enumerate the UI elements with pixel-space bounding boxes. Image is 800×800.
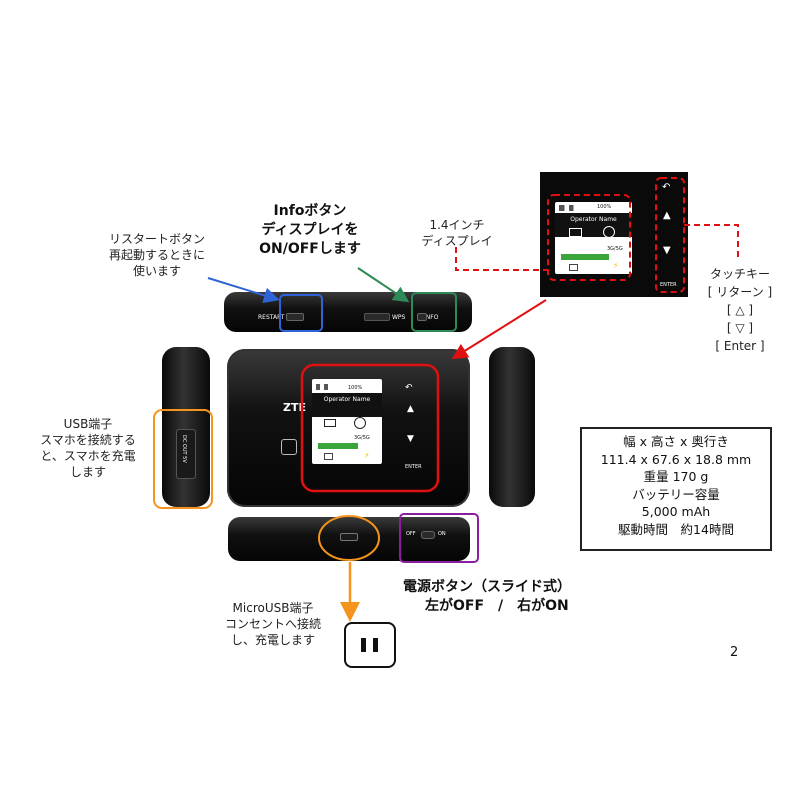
side-ports-text: DC OUT 5V <box>181 435 187 463</box>
restart-callout-box <box>279 294 323 332</box>
device-right-view <box>489 347 535 507</box>
zoomed-network-text: 3G/5G <box>607 246 623 252</box>
usb-port[interactable] <box>176 429 196 479</box>
zoomed-charge-icon: ⚡ <box>613 261 619 270</box>
front-network-text: 3G/5G <box>354 435 370 441</box>
power-slide-switch[interactable] <box>421 531 435 539</box>
spec-box: 幅 x 高さ x 奥行き 111.4 x 67.6 x 18.8 mm 重量 1… <box>580 427 772 551</box>
front-screen: 100% Operator Name 3G/5G ⚡ <box>312 379 382 464</box>
touch-dashed-leader <box>684 224 739 258</box>
info-arrow <box>357 267 410 303</box>
info-callout-box <box>411 292 457 332</box>
logo-badge-icon <box>281 439 297 455</box>
display-label: 1.4インチ ディスプレイ <box>421 218 493 248</box>
device-left-view: DC OUT 5V <box>162 347 210 507</box>
screen-arrow <box>451 299 547 360</box>
zoomed-operator-strip: Operator Name <box>555 213 632 237</box>
front-data-bar <box>318 443 358 449</box>
front-signal-icon <box>316 384 336 390</box>
zoomed-display-panel: 100% Operator Name 3G/5G ⚡ ↶ ▲ ▼ ENTER <box>540 172 688 297</box>
power-outlet-icon <box>344 622 396 668</box>
top-restart-text: RESTART <box>258 314 285 321</box>
touch-keys-dashed-box <box>655 177 685 293</box>
touch-key-label: タッチキー [ リターン ] [ △ ] [ ▽ ] [ Enter ] <box>707 267 773 353</box>
wps-button[interactable] <box>364 313 390 321</box>
front-down-icon[interactable]: ▼ <box>407 434 414 444</box>
microusb-callout-ellipse <box>318 515 380 561</box>
power-callout-box <box>399 513 479 563</box>
front-battery-text: 100% <box>348 385 363 391</box>
power-button-label: 電源ボタン（スライド式） 左がOFF / 右がON <box>403 579 571 614</box>
front-device-icon <box>324 419 336 427</box>
device-front: ZTE 100% Operator Name 3G/5G ⚡ ↶ ▲ ▼ ENT… <box>227 349 470 507</box>
screen-callout-box <box>300 363 440 493</box>
microusb-port[interactable] <box>340 533 358 541</box>
usb-port-label: USB端子 スマホを接続する と、スマホを充電 します <box>40 417 136 479</box>
display-dashed-leader <box>455 247 548 271</box>
info-button-label: Infoボタン ディスプレイを ON/OFFします <box>259 203 361 257</box>
zoomed-screen-dashed-box <box>547 194 631 281</box>
restart-button-label: リスタートボタン 再起動するときに 使います <box>108 232 205 278</box>
zoomed-globe-icon <box>603 226 615 238</box>
front-return-icon[interactable]: ↶ <box>405 383 413 393</box>
front-globe-icon <box>354 417 366 429</box>
zoomed-return-icon[interactable]: ↶ <box>662 182 671 193</box>
zoomed-up-icon[interactable]: ▲ <box>663 210 671 221</box>
zoomed-enter-text[interactable]: ENTER <box>660 282 677 288</box>
front-up-icon[interactable]: ▲ <box>407 404 414 414</box>
zoomed-down-icon[interactable]: ▼ <box>663 245 671 256</box>
page-number: 2 <box>730 645 739 660</box>
front-charge-icon: ⚡ <box>364 451 370 460</box>
info-button[interactable] <box>417 313 427 321</box>
bottom-off-text: OFF <box>406 531 416 537</box>
zoomed-mail-icon <box>569 264 578 271</box>
zoomed-battery-text: 100% <box>597 204 612 210</box>
zoomed-signal-icon <box>559 205 581 211</box>
front-operator-text: Operator Name <box>312 393 382 417</box>
front-mail-icon <box>324 453 333 460</box>
bottom-on-text: ON <box>438 531 446 537</box>
zoomed-device-icon <box>569 228 582 237</box>
front-enter-text[interactable]: ENTER <box>405 464 422 470</box>
top-wps-text: WPS <box>392 314 406 321</box>
restart-button[interactable] <box>286 313 304 321</box>
zoomed-data-bar <box>561 254 609 260</box>
usb-callout-box <box>153 409 213 509</box>
top-info-text: INFO <box>424 314 439 321</box>
microusb-port-label: MicroUSB端子 コンセントへ接続 し、充電します <box>224 601 321 647</box>
zoomed-screen: 100% Operator Name 3G/5G ⚡ <box>555 202 632 274</box>
device-bottom-view: OFF ON <box>228 517 470 561</box>
restart-arrow <box>207 277 280 304</box>
brand-logo: ZTE <box>283 401 306 414</box>
